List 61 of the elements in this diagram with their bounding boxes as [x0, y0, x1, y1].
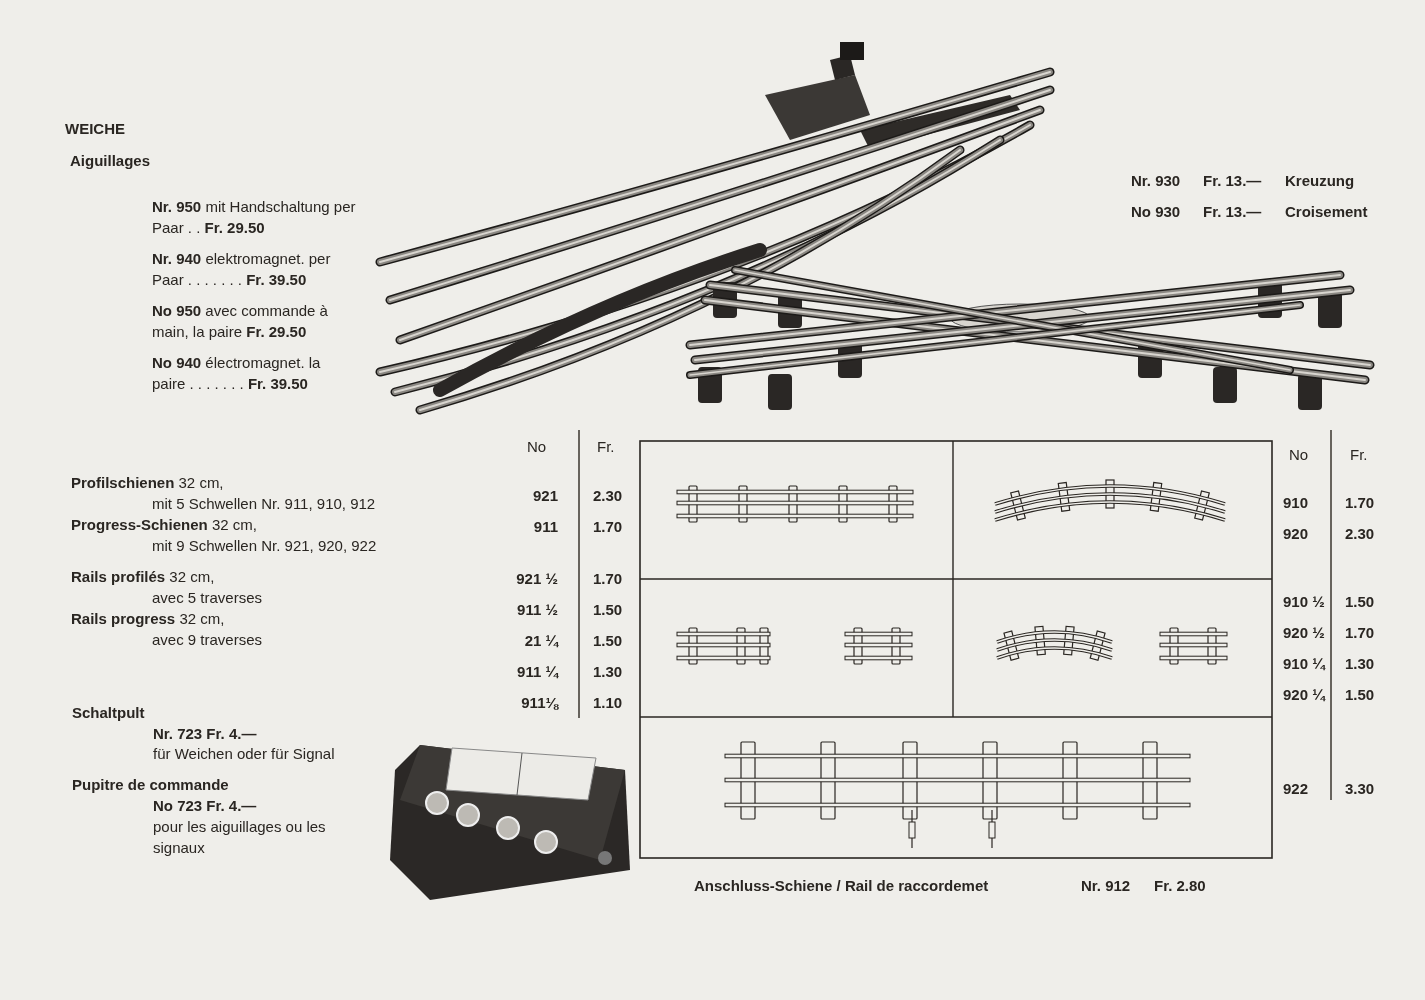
- item-number: Nr. 930: [1131, 171, 1181, 191]
- product-description: Rails profilés 32 cm,: [71, 567, 215, 587]
- price-entry: No 950 avec commande à main, la paire Fr. 29.50: [152, 301, 329, 342]
- price: Fr. 13.—: [1203, 202, 1262, 222]
- table-cell-text: 911 ¼: [516, 662, 558, 682]
- table-cell-text: 1.50: [1345, 592, 1375, 612]
- product-heading: Schaltpult: [72, 703, 145, 723]
- table-cell-text: 911: [532, 517, 558, 537]
- table-cell-text: 1.30: [1345, 654, 1375, 674]
- table-cell-text: 3.30: [1345, 779, 1375, 799]
- table-cell-text: 1.70: [593, 569, 623, 589]
- price: Fr. 2.80: [1154, 876, 1206, 896]
- table-cell-text: 1.30: [593, 662, 623, 682]
- item-number: Nr. 912: [1081, 876, 1131, 896]
- product-description: mit 9 Schwellen Nr. 921, 920, 922: [152, 536, 377, 556]
- table-cell-text: 921: [531, 486, 558, 506]
- table-cell-text: 21 ¼: [523, 631, 558, 651]
- section-subheading: Aiguillages: [70, 151, 151, 171]
- product-description: pour les aiguillages ou les signaux: [153, 817, 327, 858]
- product-description: avec 9 traverses: [152, 630, 263, 650]
- price: Fr. 13.—: [1203, 171, 1262, 191]
- table-cell-text: 1.50: [593, 631, 623, 651]
- price-entry: Nr. 950 mit Handschaltung per Paar . . Fr. 29.50: [152, 197, 357, 238]
- table-cell-text: 910 ¼: [1283, 654, 1325, 674]
- table-cell-text: 1.10: [593, 693, 623, 713]
- caption: Anschluss-Schiene / Rail de raccordemet: [694, 876, 989, 896]
- table-cell-text: 910: [1283, 493, 1309, 513]
- item-number: No 723 Fr. 4.—: [153, 796, 257, 816]
- item-number: No 930: [1131, 202, 1181, 222]
- product-description: Profilschienen 32 cm,: [71, 473, 224, 493]
- column-header: Fr.: [1350, 445, 1368, 465]
- product-description: für Weichen oder für Signal: [153, 744, 335, 764]
- price-entry: No 940 électromagnet. la paire . . . . . . . Fr. 39.50: [152, 353, 322, 394]
- table-cell-text: 920 ¼: [1283, 685, 1325, 705]
- product-description: Rails progress 32 cm,: [71, 609, 225, 629]
- item-name: Croisement: [1285, 202, 1368, 222]
- table-cell-text: 1.70: [593, 517, 623, 537]
- product-heading: Pupitre de commande: [72, 775, 229, 795]
- table-cell-text: 911 ½: [516, 600, 558, 620]
- table-cell-text: 1.50: [1345, 685, 1375, 705]
- table-cell-text: 1.70: [1345, 623, 1375, 643]
- table-cell-text: 1.50: [593, 600, 623, 620]
- item-number: Nr. 723 Fr. 4.—: [153, 724, 257, 744]
- table-cell-text: 922: [1283, 779, 1309, 799]
- table-cell-text: 921 ½: [515, 569, 558, 589]
- price-entry: Nr. 940 elektromagnet. per Paar . . . . . . . Fr. 39.50: [152, 249, 332, 290]
- table-cell-text: 920 ½: [1283, 623, 1325, 643]
- table-cell-text: 2.30: [593, 486, 623, 506]
- product-description: avec 5 traverses: [152, 588, 263, 608]
- table-cell-text: 2.30: [1345, 524, 1375, 544]
- table-cell-text: 920: [1283, 524, 1309, 544]
- table-cell-text: 911⅛: [520, 693, 558, 713]
- table-cell-text: 910 ½: [1283, 592, 1325, 612]
- product-description: mit 5 Schwellen Nr. 911, 910, 912: [152, 494, 376, 514]
- column-header: No: [527, 437, 547, 457]
- column-header: No: [1289, 445, 1309, 465]
- column-header: Fr.: [597, 437, 615, 457]
- section-heading: WEICHE: [65, 119, 125, 139]
- item-name: Kreuzung: [1285, 171, 1355, 191]
- table-cell-text: 1.70: [1345, 493, 1375, 513]
- product-description: Progress-Schienen 32 cm,: [71, 515, 257, 535]
